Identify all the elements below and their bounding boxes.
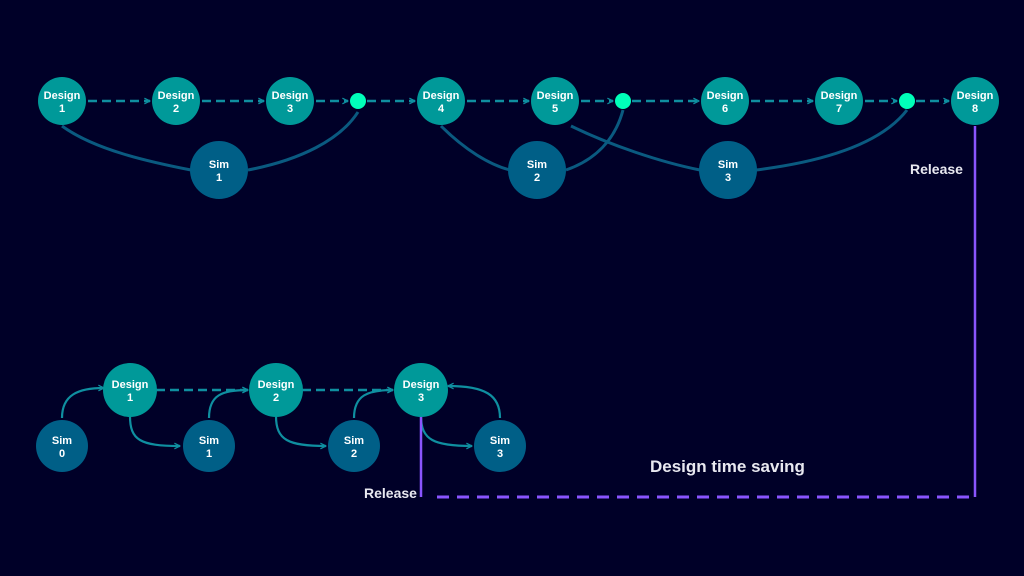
sim3-curve-out bbox=[755, 109, 909, 172]
sim2-curve-out bbox=[565, 109, 625, 172]
top-design-node-circle bbox=[266, 77, 314, 125]
sim3-curve-in bbox=[570, 124, 701, 172]
top-junction-dot bbox=[350, 93, 366, 109]
top-design-node-circle bbox=[38, 77, 86, 125]
top-design-node-circle bbox=[152, 77, 200, 125]
top-sim-node-circle bbox=[190, 141, 248, 199]
top-design-node-circle bbox=[417, 77, 465, 125]
top-design-node-circle bbox=[951, 77, 999, 125]
top-release-label: Release bbox=[910, 161, 963, 177]
sim2-curve-in bbox=[439, 124, 511, 172]
design1-to-sim1 bbox=[128, 415, 180, 446]
top-junction-dot bbox=[615, 93, 631, 109]
top-design-node-circle bbox=[815, 77, 863, 125]
top-design-node-circle bbox=[531, 77, 579, 125]
bottom-release-label: Release bbox=[364, 485, 417, 501]
sim3-to-design3 bbox=[448, 386, 502, 419]
bottom-design-node-circle bbox=[394, 363, 448, 417]
design2-to-sim2 bbox=[274, 415, 326, 446]
bottom-design-node-circle bbox=[103, 363, 157, 417]
bottom-sim-node-circle bbox=[183, 420, 235, 472]
sim1-curve-in bbox=[61, 124, 192, 172]
bottom-sim-node-circle bbox=[328, 420, 380, 472]
bottom-sim-node-circle bbox=[36, 420, 88, 472]
sim0-to-design1 bbox=[60, 388, 104, 419]
top-sim-node-circle bbox=[508, 141, 566, 199]
top-design-node-circle bbox=[701, 77, 749, 125]
design3-to-sim3 bbox=[419, 415, 472, 446]
sim2-to-design3 bbox=[352, 390, 393, 419]
design-time-saving-label: Design time saving bbox=[650, 457, 805, 476]
bottom-design-node-circle bbox=[249, 363, 303, 417]
sim1-curve-out bbox=[247, 111, 360, 172]
bottom-sim-node-circle bbox=[474, 420, 526, 472]
top-sim-node-circle bbox=[699, 141, 757, 199]
top-junction-dot bbox=[899, 93, 915, 109]
sim1-to-design2 bbox=[207, 390, 248, 419]
